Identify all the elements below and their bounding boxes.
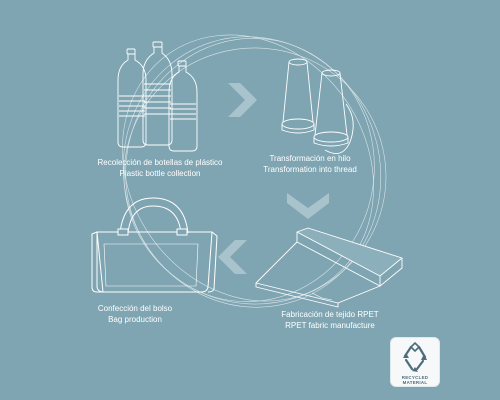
recycle-icon: [403, 342, 427, 372]
fabric-sheet-icon: [255, 227, 403, 308]
badge-text-line2: MATERIAL: [402, 380, 428, 385]
caption-es: Fabricación de tejido RPET: [281, 310, 379, 319]
caption-en: Transformation into thread: [263, 164, 357, 174]
step-caption-fabric: Fabricación de tejido RPET RPET fabric m…: [255, 310, 405, 331]
caption-en: Bag production: [108, 314, 162, 324]
caption-es: Transformación en hilo: [269, 154, 351, 163]
plastic-bottles-icon: [117, 41, 198, 152]
thread-spools-icon: [281, 58, 354, 155]
recycled-material-badge: RECYCLED MATERIAL: [390, 337, 440, 387]
caption-es: Recolección de botellas de plástico: [97, 158, 223, 167]
bag-icon: [91, 197, 218, 293]
caption-es: Confección del bolso: [97, 304, 173, 313]
arrow-down-icon: [287, 193, 329, 219]
step-caption-bottle-collection: Recolección de botellas de plástico Plas…: [70, 158, 250, 179]
arrow-right-icon: [228, 83, 257, 117]
badge-text-line1: RECYCLED: [401, 375, 429, 380]
cycle-rings: [122, 34, 387, 308]
caption-en: Plastic bottle collection: [119, 168, 201, 178]
caption-en: RPET fabric manufacture: [285, 320, 375, 330]
step-caption-thread: Transformación en hilo Transformation in…: [240, 154, 380, 175]
step-caption-bag-production: Confección del bolso Bag production: [75, 304, 195, 325]
arrow-left-icon: [218, 240, 247, 274]
